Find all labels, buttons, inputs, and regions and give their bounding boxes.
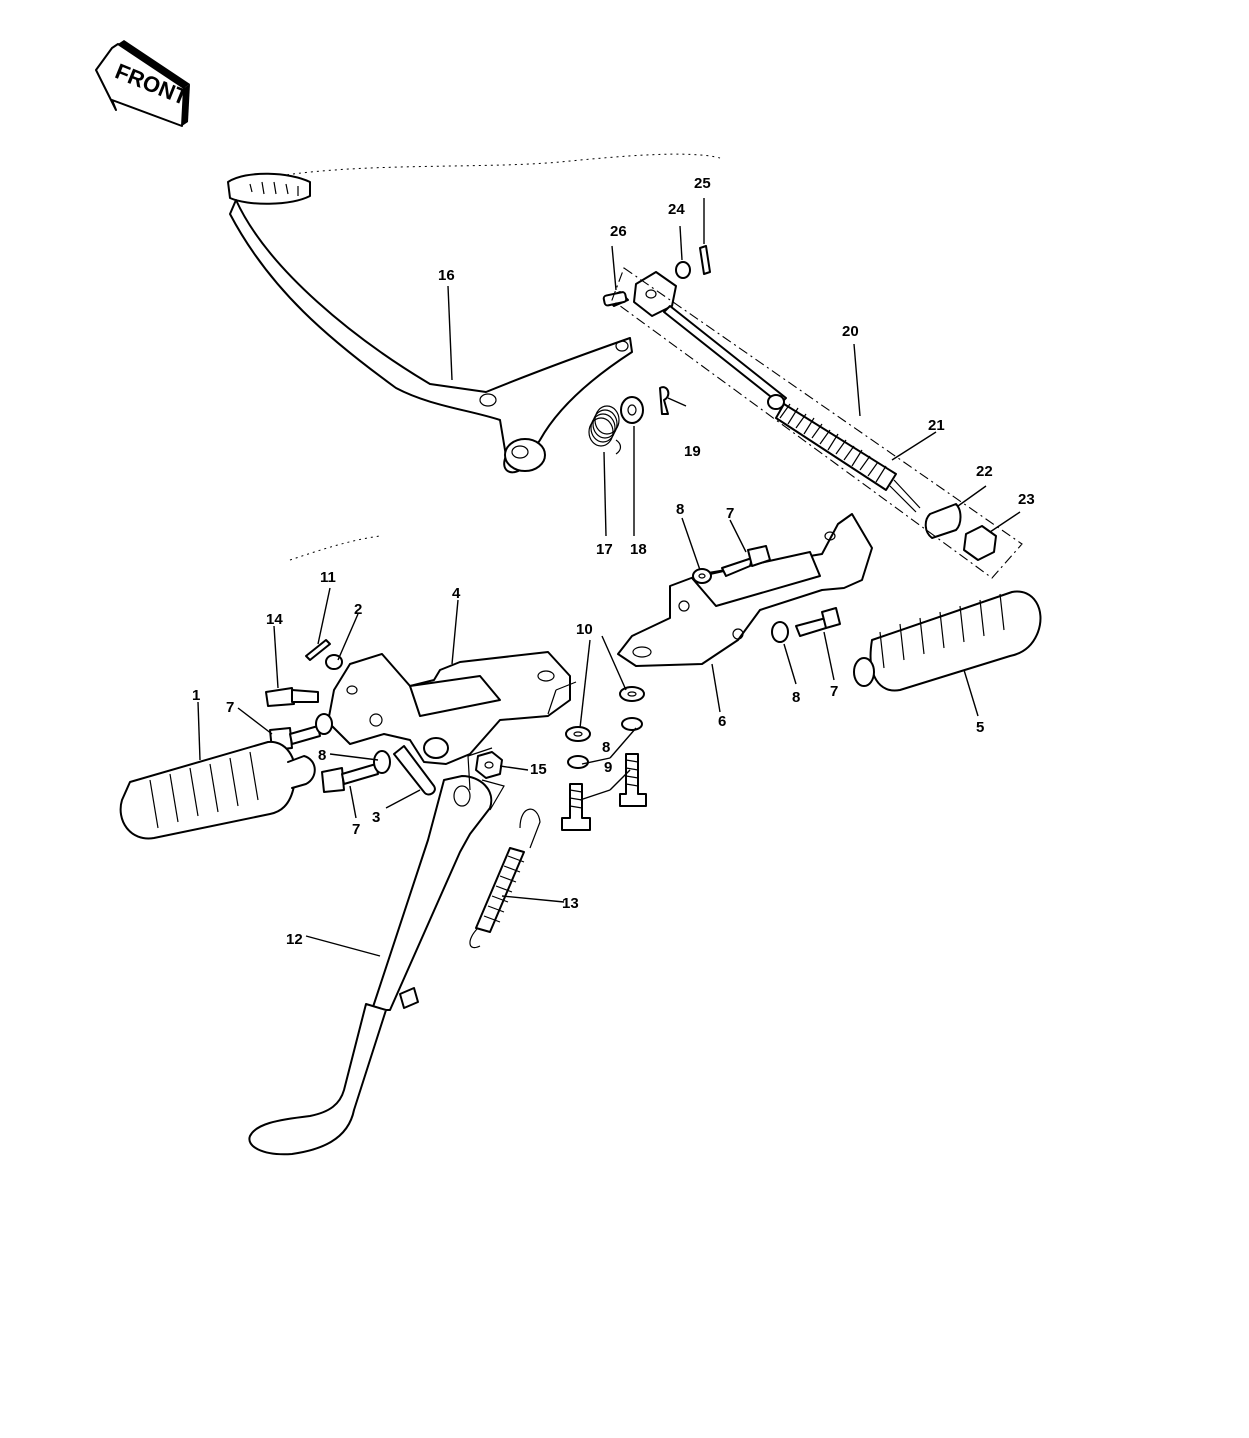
clevis-cotter-pin bbox=[699, 245, 711, 275]
callout-23: 23 bbox=[1018, 491, 1035, 508]
left-footpeg-rubber bbox=[119, 740, 316, 840]
callout-8-left: 8 bbox=[318, 747, 326, 764]
lock-washer-8a bbox=[621, 717, 643, 731]
callout-19: 19 bbox=[684, 443, 701, 460]
callout-25: 25 bbox=[694, 175, 711, 192]
brake-rod bbox=[663, 305, 787, 405]
callout-6: 6 bbox=[718, 713, 726, 730]
callout-5: 5 bbox=[976, 719, 984, 736]
callout-24: 24 bbox=[668, 201, 685, 218]
callout-18: 18 bbox=[630, 541, 647, 558]
leader-lines bbox=[197, 198, 1021, 957]
return-spring bbox=[588, 405, 622, 455]
pedal-washer bbox=[620, 396, 644, 424]
adjuster-spring bbox=[775, 403, 921, 513]
bolt-9a bbox=[619, 753, 647, 807]
callout-labels: 1 2 3 4 5 6 7 7 7 7 8 8 8 8 9 10 11 12 1… bbox=[192, 175, 1035, 948]
callout-16: 16 bbox=[438, 267, 455, 284]
callout-7-right-upper: 7 bbox=[726, 505, 734, 522]
callout-17: 17 bbox=[596, 541, 613, 558]
right-footpeg-rubber bbox=[853, 590, 1042, 692]
pivot-bolt-3 bbox=[393, 745, 436, 796]
bolt-7-left-lower bbox=[321, 767, 345, 793]
rod-sleeve bbox=[924, 503, 962, 539]
callout-8-right-upper: 8 bbox=[676, 501, 684, 518]
front-arrow-badge: FRONT bbox=[95, 40, 192, 127]
side-stand bbox=[248, 775, 493, 1156]
rod-clevis bbox=[633, 271, 677, 317]
brake-rod-assembly bbox=[602, 245, 1023, 579]
bolt-lower-right bbox=[795, 617, 827, 637]
washer-upper-right bbox=[692, 568, 712, 584]
callout-2: 2 bbox=[354, 601, 362, 618]
callout-21: 21 bbox=[928, 417, 945, 434]
brake-pedal bbox=[227, 172, 633, 474]
bolt-upper-right bbox=[721, 557, 753, 577]
callout-4: 4 bbox=[452, 585, 461, 602]
lock-washer-8b bbox=[567, 755, 589, 769]
washer-lower-right bbox=[771, 621, 789, 643]
pedal-pivot-boss bbox=[504, 438, 546, 472]
callout-26: 26 bbox=[610, 223, 627, 240]
adjuster-nut bbox=[963, 525, 997, 561]
callout-3: 3 bbox=[372, 809, 380, 826]
outline-trace-left bbox=[289, 535, 381, 561]
callout-22: 22 bbox=[976, 463, 993, 480]
washer-10b bbox=[565, 726, 591, 742]
bolt-14 bbox=[265, 687, 295, 707]
callout-20: 20 bbox=[842, 323, 859, 340]
callout-15: 15 bbox=[530, 761, 547, 778]
callout-7-left-lower: 7 bbox=[352, 821, 360, 838]
left-footrest-bracket bbox=[327, 651, 571, 765]
stand-spring bbox=[469, 808, 541, 949]
clevis-pin bbox=[602, 291, 628, 307]
callout-8-right-lower: 8 bbox=[792, 689, 800, 706]
callout-10: 10 bbox=[576, 621, 593, 638]
callout-1: 1 bbox=[192, 687, 200, 704]
clevis-washer bbox=[675, 261, 691, 279]
callout-8-center: 8 bbox=[602, 739, 610, 756]
washer-10a bbox=[619, 686, 645, 702]
callout-7-right-lower: 7 bbox=[830, 683, 838, 700]
washer-left-upper bbox=[315, 713, 333, 735]
nut-15 bbox=[475, 751, 503, 779]
outline-trace-top bbox=[239, 153, 721, 185]
callout-14: 14 bbox=[266, 611, 283, 628]
pedal-cotter-pin bbox=[659, 386, 670, 415]
pin-11 bbox=[305, 639, 331, 661]
callout-9: 9 bbox=[604, 759, 612, 776]
callout-11: 11 bbox=[320, 569, 336, 586]
callout-12: 12 bbox=[286, 931, 303, 948]
callout-7-left-upper: 7 bbox=[226, 699, 234, 716]
center-fastener-stack bbox=[561, 686, 647, 831]
callout-13: 13 bbox=[562, 895, 579, 912]
right-bracket-hardware bbox=[692, 545, 841, 643]
washer-left-lower bbox=[373, 750, 391, 774]
right-footrest-bracket bbox=[617, 513, 873, 667]
left-bracket-hardware bbox=[265, 639, 503, 796]
